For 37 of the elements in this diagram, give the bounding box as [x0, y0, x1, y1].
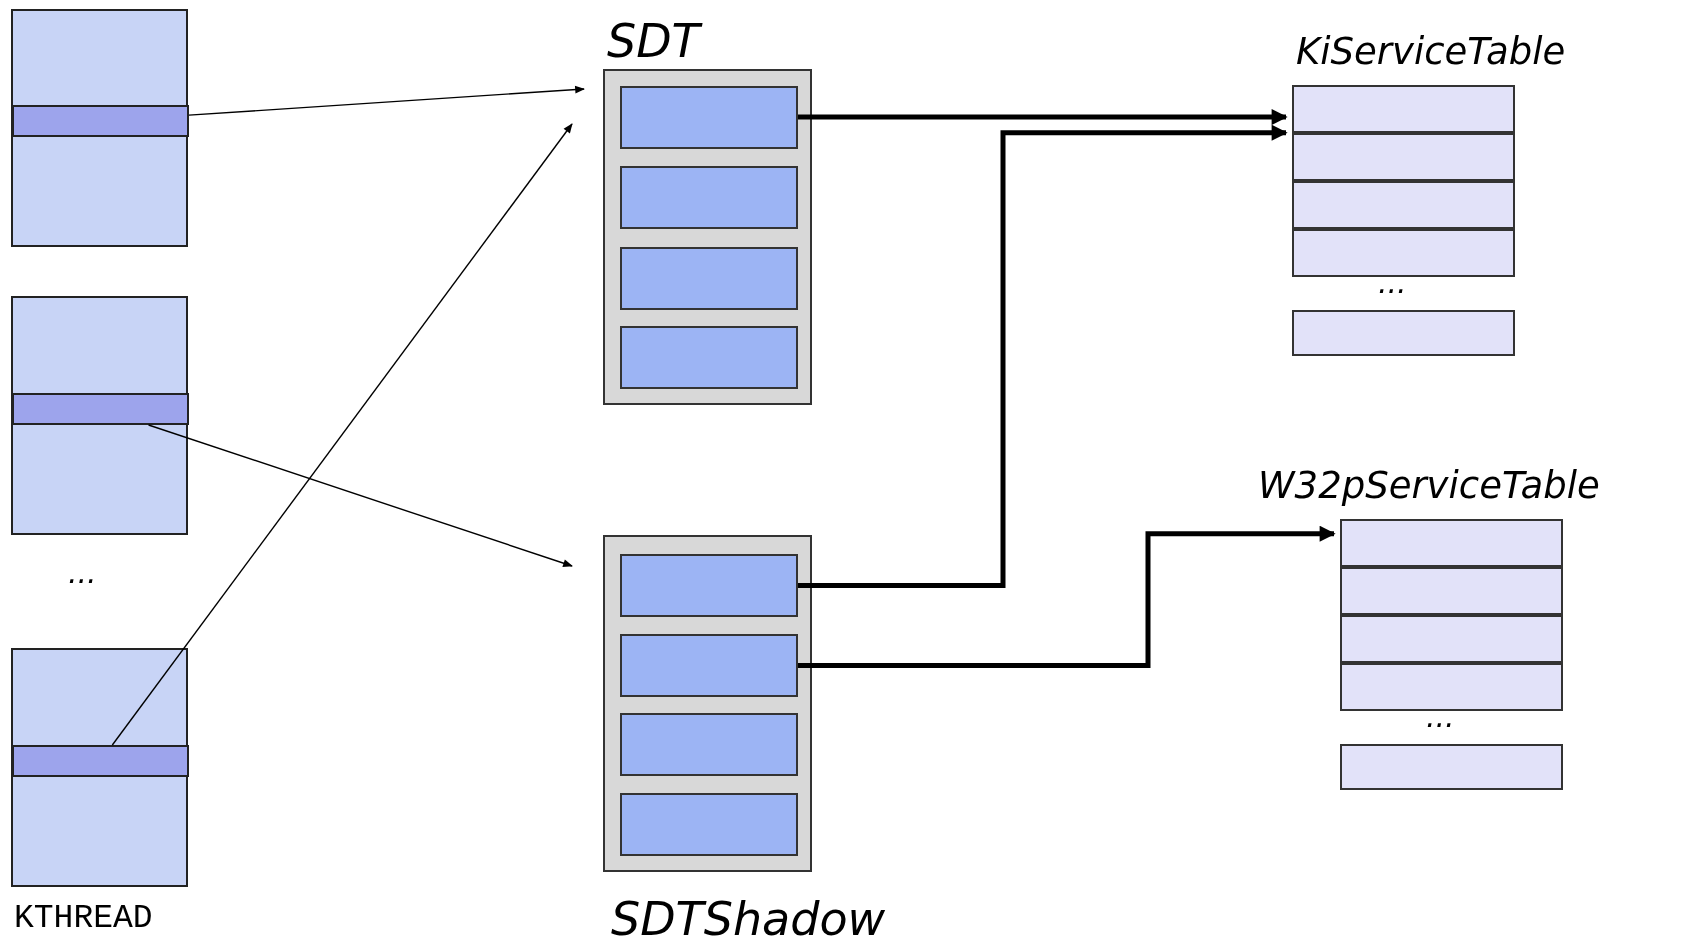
- table-row: [1340, 566, 1563, 615]
- table-entry: [620, 554, 798, 617]
- highlighted-row: [12, 745, 189, 777]
- table-entry: [620, 85, 798, 149]
- table-entry: [620, 165, 798, 229]
- table-row: [1292, 228, 1515, 277]
- arrow: [188, 85, 585, 116]
- table-row: [1340, 614, 1563, 663]
- table-row: [1292, 180, 1515, 229]
- table-title: W32pServiceTable: [1258, 464, 1600, 507]
- table-title: SDTShadow: [611, 892, 886, 946]
- arrow: [798, 525, 1336, 668]
- arrow: [798, 109, 1288, 126]
- table-entry: [620, 713, 798, 776]
- highlighted-row: [12, 105, 189, 137]
- table-entry: [620, 325, 798, 389]
- highlighted-row: [12, 393, 189, 425]
- structure-label: KTHREAD: [14, 902, 153, 935]
- table-entry: [620, 634, 798, 697]
- table-row: [1292, 132, 1515, 181]
- table-row: [1340, 743, 1563, 790]
- memory-block: [11, 9, 188, 247]
- table-row: [1292, 84, 1515, 133]
- arrow: [147, 424, 573, 567]
- table-entry: [620, 246, 798, 310]
- table-entry: [620, 793, 798, 856]
- memory-block: [11, 296, 188, 535]
- ellipsis: ...: [1378, 268, 1407, 298]
- arrow: [798, 124, 1288, 588]
- ellipsis: ...: [1426, 702, 1455, 732]
- table-row: [1340, 662, 1563, 711]
- table-row: [1340, 518, 1563, 567]
- table-title: KiServiceTable: [1296, 30, 1566, 73]
- ellipsis: ...: [68, 558, 97, 588]
- memory-block: [11, 648, 188, 887]
- table-row: [1292, 309, 1515, 356]
- arrow: [111, 123, 573, 746]
